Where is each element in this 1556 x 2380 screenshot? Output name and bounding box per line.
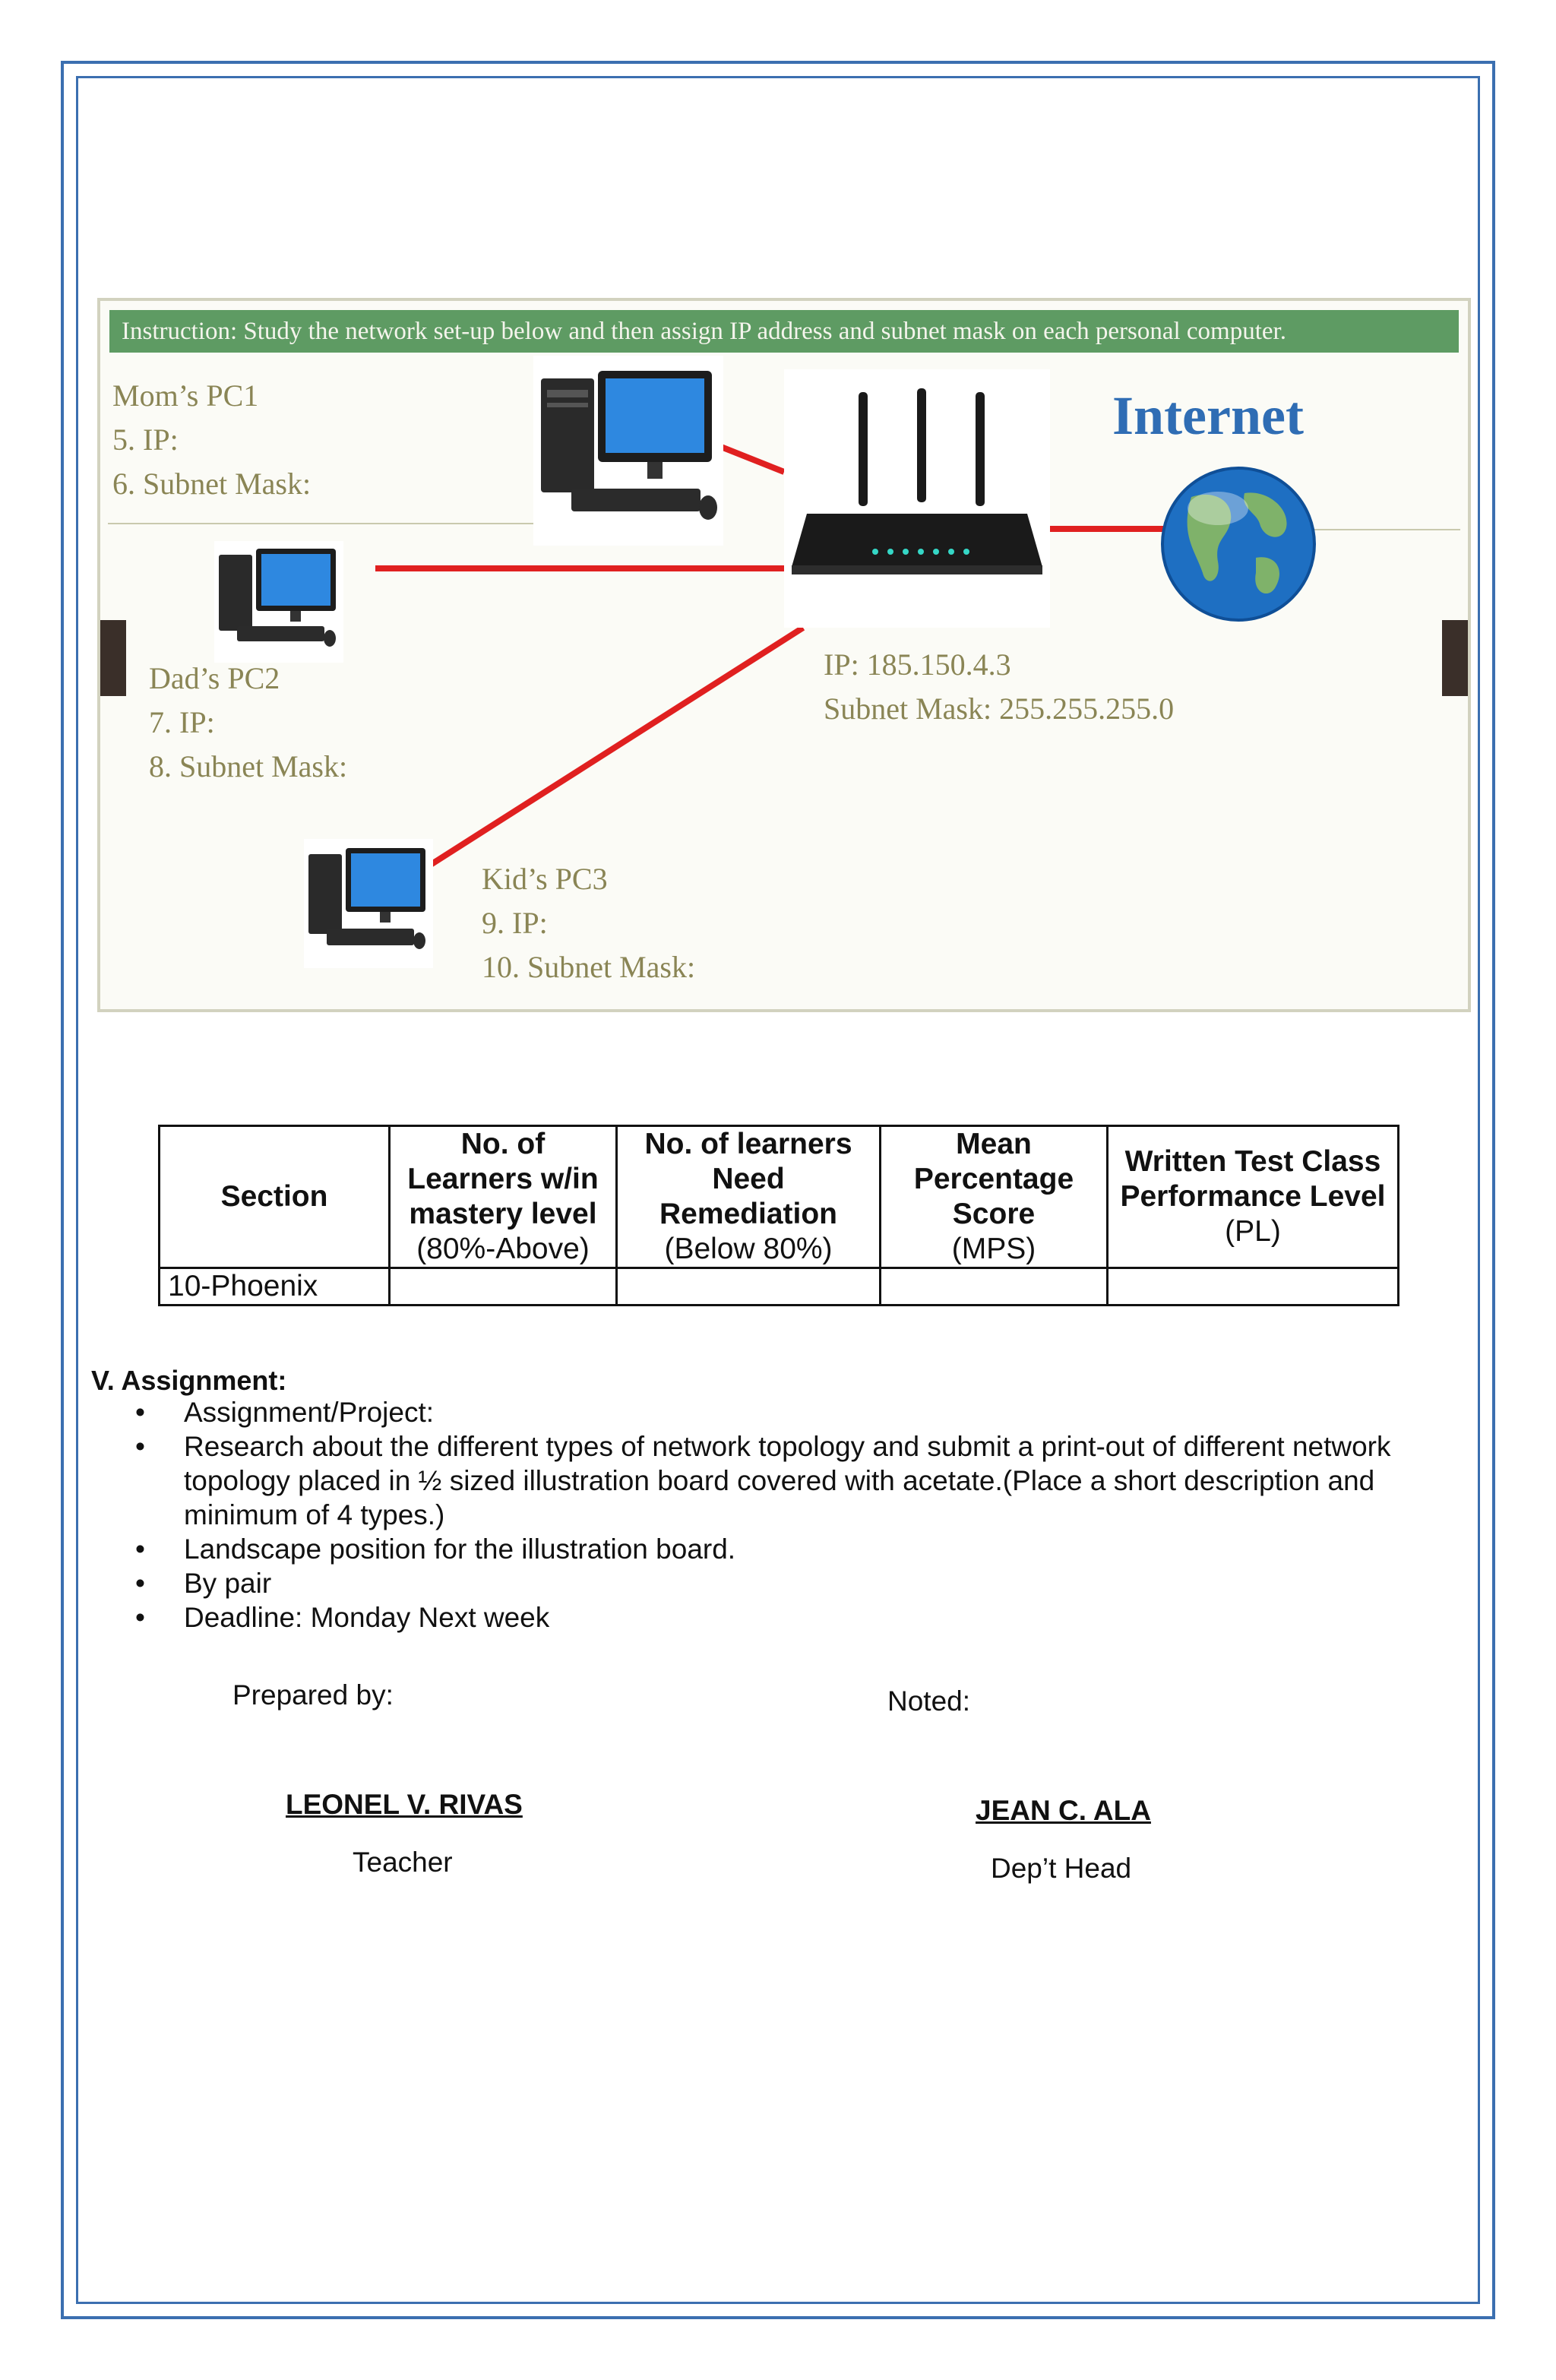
header-section: Section xyxy=(160,1126,390,1268)
header-sub: (PL) xyxy=(1225,1215,1281,1248)
prepared-by-role: Teacher xyxy=(353,1847,453,1878)
list-item: Research about the different types of ne… xyxy=(135,1429,1412,1532)
router-mask: Subnet Mask: 255.255.255.0 xyxy=(824,687,1174,731)
header-mastery: No. of Learners w/in mastery level (80%-… xyxy=(390,1126,617,1268)
table-row: 10-Phoenix xyxy=(160,1268,1399,1306)
prepared-by-label: Prepared by: xyxy=(232,1679,394,1711)
link-moms-pc xyxy=(717,445,784,472)
link-kids-pc xyxy=(427,628,803,867)
table-cell xyxy=(881,1268,1108,1306)
header-title: Mean Percentage Score xyxy=(889,1127,1099,1232)
list-item: Landscape position for the illustration … xyxy=(135,1532,1412,1566)
kids-pc-title: Kid’s PC3 xyxy=(482,857,608,901)
header-sub: (MPS) xyxy=(952,1233,1036,1265)
wifi-router-icon xyxy=(784,369,1050,628)
header-title: No. of Learners w/in mastery level xyxy=(398,1127,608,1232)
desktop-pc-icon xyxy=(304,839,433,968)
network-diagram: Instruction: Study the network set-up be… xyxy=(97,298,1471,1012)
list-item: Deadline: Monday Next week xyxy=(135,1600,1412,1635)
router-ip: IP: 185.150.4.3 xyxy=(824,643,1011,687)
table-header-row: Section No. of Learners w/in mastery lev… xyxy=(160,1126,1399,1268)
table-cell xyxy=(617,1268,881,1306)
kids-pc-ip: 9. IP: xyxy=(482,901,548,945)
header-title: Written Test Class Performance Level xyxy=(1116,1144,1390,1214)
moms-pc-mask: 6. Subnet Mask: xyxy=(112,462,311,506)
header-pl: Written Test Class Performance Level (PL… xyxy=(1108,1126,1399,1268)
prepared-by-name: LEONEL V. RIVAS xyxy=(286,1789,523,1821)
noted-by-name: JEAN C. ALA xyxy=(976,1795,1151,1827)
desktop-pc-icon xyxy=(533,356,723,546)
header-mps: Mean Percentage Score (MPS) xyxy=(881,1126,1108,1268)
header-sub: (80%-Above) xyxy=(416,1233,590,1265)
assignment-list: Assignment/Project: Research about the d… xyxy=(135,1395,1412,1635)
globe-icon xyxy=(1162,468,1314,620)
noted-label: Noted: xyxy=(887,1685,970,1717)
table-cell xyxy=(390,1268,617,1306)
kids-pc-mask: 10. Subnet Mask: xyxy=(482,945,695,989)
dads-pc-mask: 8. Subnet Mask: xyxy=(149,745,347,789)
header-remediation: No. of learners Need Remediation (Below … xyxy=(617,1126,881,1268)
moms-pc-title: Mom’s PC1 xyxy=(112,374,258,418)
list-item: Assignment/Project: xyxy=(135,1395,1412,1429)
header-title: Section xyxy=(168,1179,381,1214)
internet-label: Internet xyxy=(1112,385,1304,448)
assignment-title: V. Assignment: xyxy=(91,1365,286,1397)
moms-pc-ip: 5. IP: xyxy=(112,418,179,462)
noted-by-role: Dep’t Head xyxy=(991,1853,1131,1885)
header-title: No. of learners Need Remediation xyxy=(625,1127,871,1232)
table-cell: 10-Phoenix xyxy=(160,1268,390,1306)
dads-pc-title: Dad’s PC2 xyxy=(149,657,280,701)
dads-pc-ip: 7. IP: xyxy=(149,701,215,745)
header-sub: (Below 80%) xyxy=(664,1233,832,1265)
list-item: By pair xyxy=(135,1566,1412,1600)
performance-table: Section No. of Learners w/in mastery lev… xyxy=(158,1125,1399,1306)
table-cell xyxy=(1108,1268,1399,1306)
desktop-pc-icon xyxy=(214,541,343,663)
